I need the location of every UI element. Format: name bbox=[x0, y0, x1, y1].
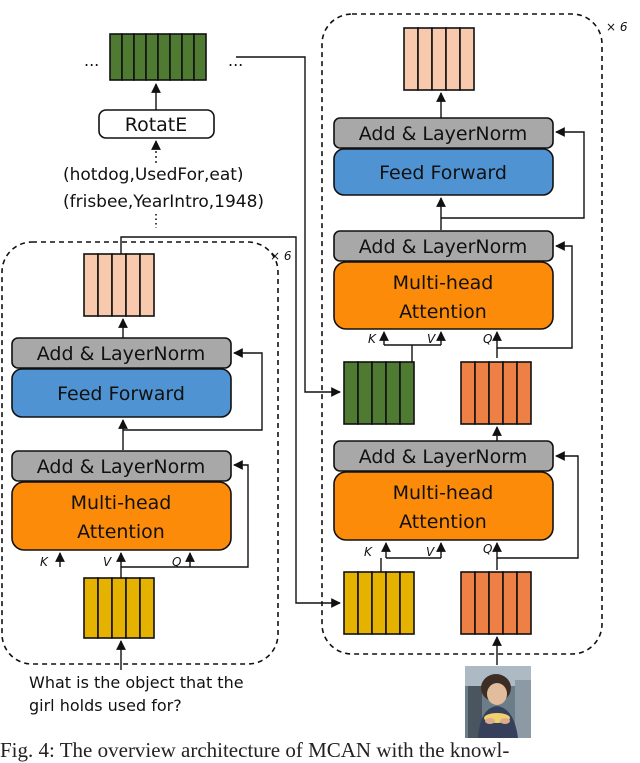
kg-embedding-stack bbox=[109, 33, 207, 81]
decoder-question-input-stack bbox=[343, 571, 415, 635]
decoder-self-output-stack bbox=[460, 361, 532, 425]
decoder-ff-residual bbox=[441, 127, 585, 219]
decoder-cross-residual bbox=[497, 241, 573, 349]
decoder-repeat-label: × 6 bbox=[606, 20, 628, 34]
encoder-attention-line1: Multi-head bbox=[71, 492, 172, 514]
triple-1: (hotdog,UsedFor,eat) bbox=[63, 165, 244, 185]
encoder-k-label: K bbox=[40, 555, 49, 569]
kg-to-decoder-arrow bbox=[236, 56, 341, 397]
decoder-addnorm-top-label: Add & LayerNorm bbox=[359, 123, 527, 145]
decoder-self-v-label: V bbox=[426, 545, 435, 559]
encoder-addnorm-bottom-label: Add & LayerNorm bbox=[37, 456, 205, 478]
input-image bbox=[465, 666, 531, 738]
encoder-ff-residual bbox=[123, 348, 263, 431]
image-feature-stack bbox=[460, 571, 532, 635]
decoder-cross-attention-line2: Attention bbox=[399, 301, 487, 323]
decoder-output-stack bbox=[403, 27, 475, 91]
question-token-stack bbox=[83, 577, 155, 639]
decoder-cross-attention-line1: Multi-head bbox=[393, 272, 494, 294]
decoder-self-residual bbox=[497, 451, 579, 559]
decoder-self-q-label: Q bbox=[483, 542, 492, 556]
encoder-repeat-label: × 6 bbox=[270, 249, 292, 263]
encoder-attention bbox=[11, 481, 232, 551]
encoder-output-stack bbox=[83, 253, 155, 317]
decoder-addnorm-top bbox=[333, 117, 554, 149]
decoder-addnorm-bottom bbox=[333, 440, 554, 472]
encoder-dashed-frame bbox=[1, 241, 279, 665]
decoder-self-attention bbox=[333, 471, 554, 541]
rotate-label: RotatE bbox=[125, 114, 188, 136]
decoder-self-k-label: K bbox=[364, 545, 373, 559]
decoder-cross-k-label: K bbox=[368, 332, 377, 346]
question-line2: girl holds used for? bbox=[29, 696, 182, 715]
decoder-cross-attention bbox=[333, 261, 554, 330]
decoder-cross-q-label: Q bbox=[483, 332, 492, 346]
decoder-dashed-frame bbox=[321, 13, 603, 655]
decoder-feed-forward-label: Feed Forward bbox=[379, 162, 507, 184]
encoder-attn-residual bbox=[121, 460, 249, 568]
encoder-to-decoder-arrow bbox=[120, 236, 341, 608]
encoder-addnorm-bottom bbox=[11, 450, 232, 482]
decoder-addnorm-mid-label: Add & LayerNorm bbox=[359, 236, 527, 258]
decoder-self-attention-line1: Multi-head bbox=[393, 482, 494, 504]
decoder-addnorm-mid bbox=[333, 230, 554, 262]
decoder-addnorm-bottom-label: Add & LayerNorm bbox=[359, 446, 527, 468]
encoder-feed-forward bbox=[11, 368, 232, 418]
question-line1: What is the object that the bbox=[29, 673, 244, 692]
decoder-cross-v-label: V bbox=[427, 332, 436, 346]
encoder-addnorm-top bbox=[11, 337, 232, 369]
encoder-attention-line2: Attention bbox=[77, 521, 165, 543]
triple-2: (frisbee,YearIntro,1948) bbox=[63, 192, 264, 212]
rotate-box bbox=[98, 109, 215, 139]
encoder-q-label: Q bbox=[172, 555, 181, 569]
decoder-kg-input-stack bbox=[343, 361, 415, 425]
encoder-addnorm-top-label: Add & LayerNorm bbox=[37, 343, 205, 365]
decoder-feed-forward bbox=[333, 148, 554, 196]
encoder-feed-forward-label: Feed Forward bbox=[57, 383, 185, 405]
encoder-v-label: V bbox=[103, 555, 112, 569]
figure-caption: Fig. 4: The overview architecture of MCA… bbox=[0, 738, 510, 762]
decoder-self-attention-line2: Attention bbox=[399, 511, 487, 533]
kg-ellipsis-left: ... bbox=[84, 51, 99, 70]
kg-ellipsis-right: ... bbox=[228, 51, 243, 70]
